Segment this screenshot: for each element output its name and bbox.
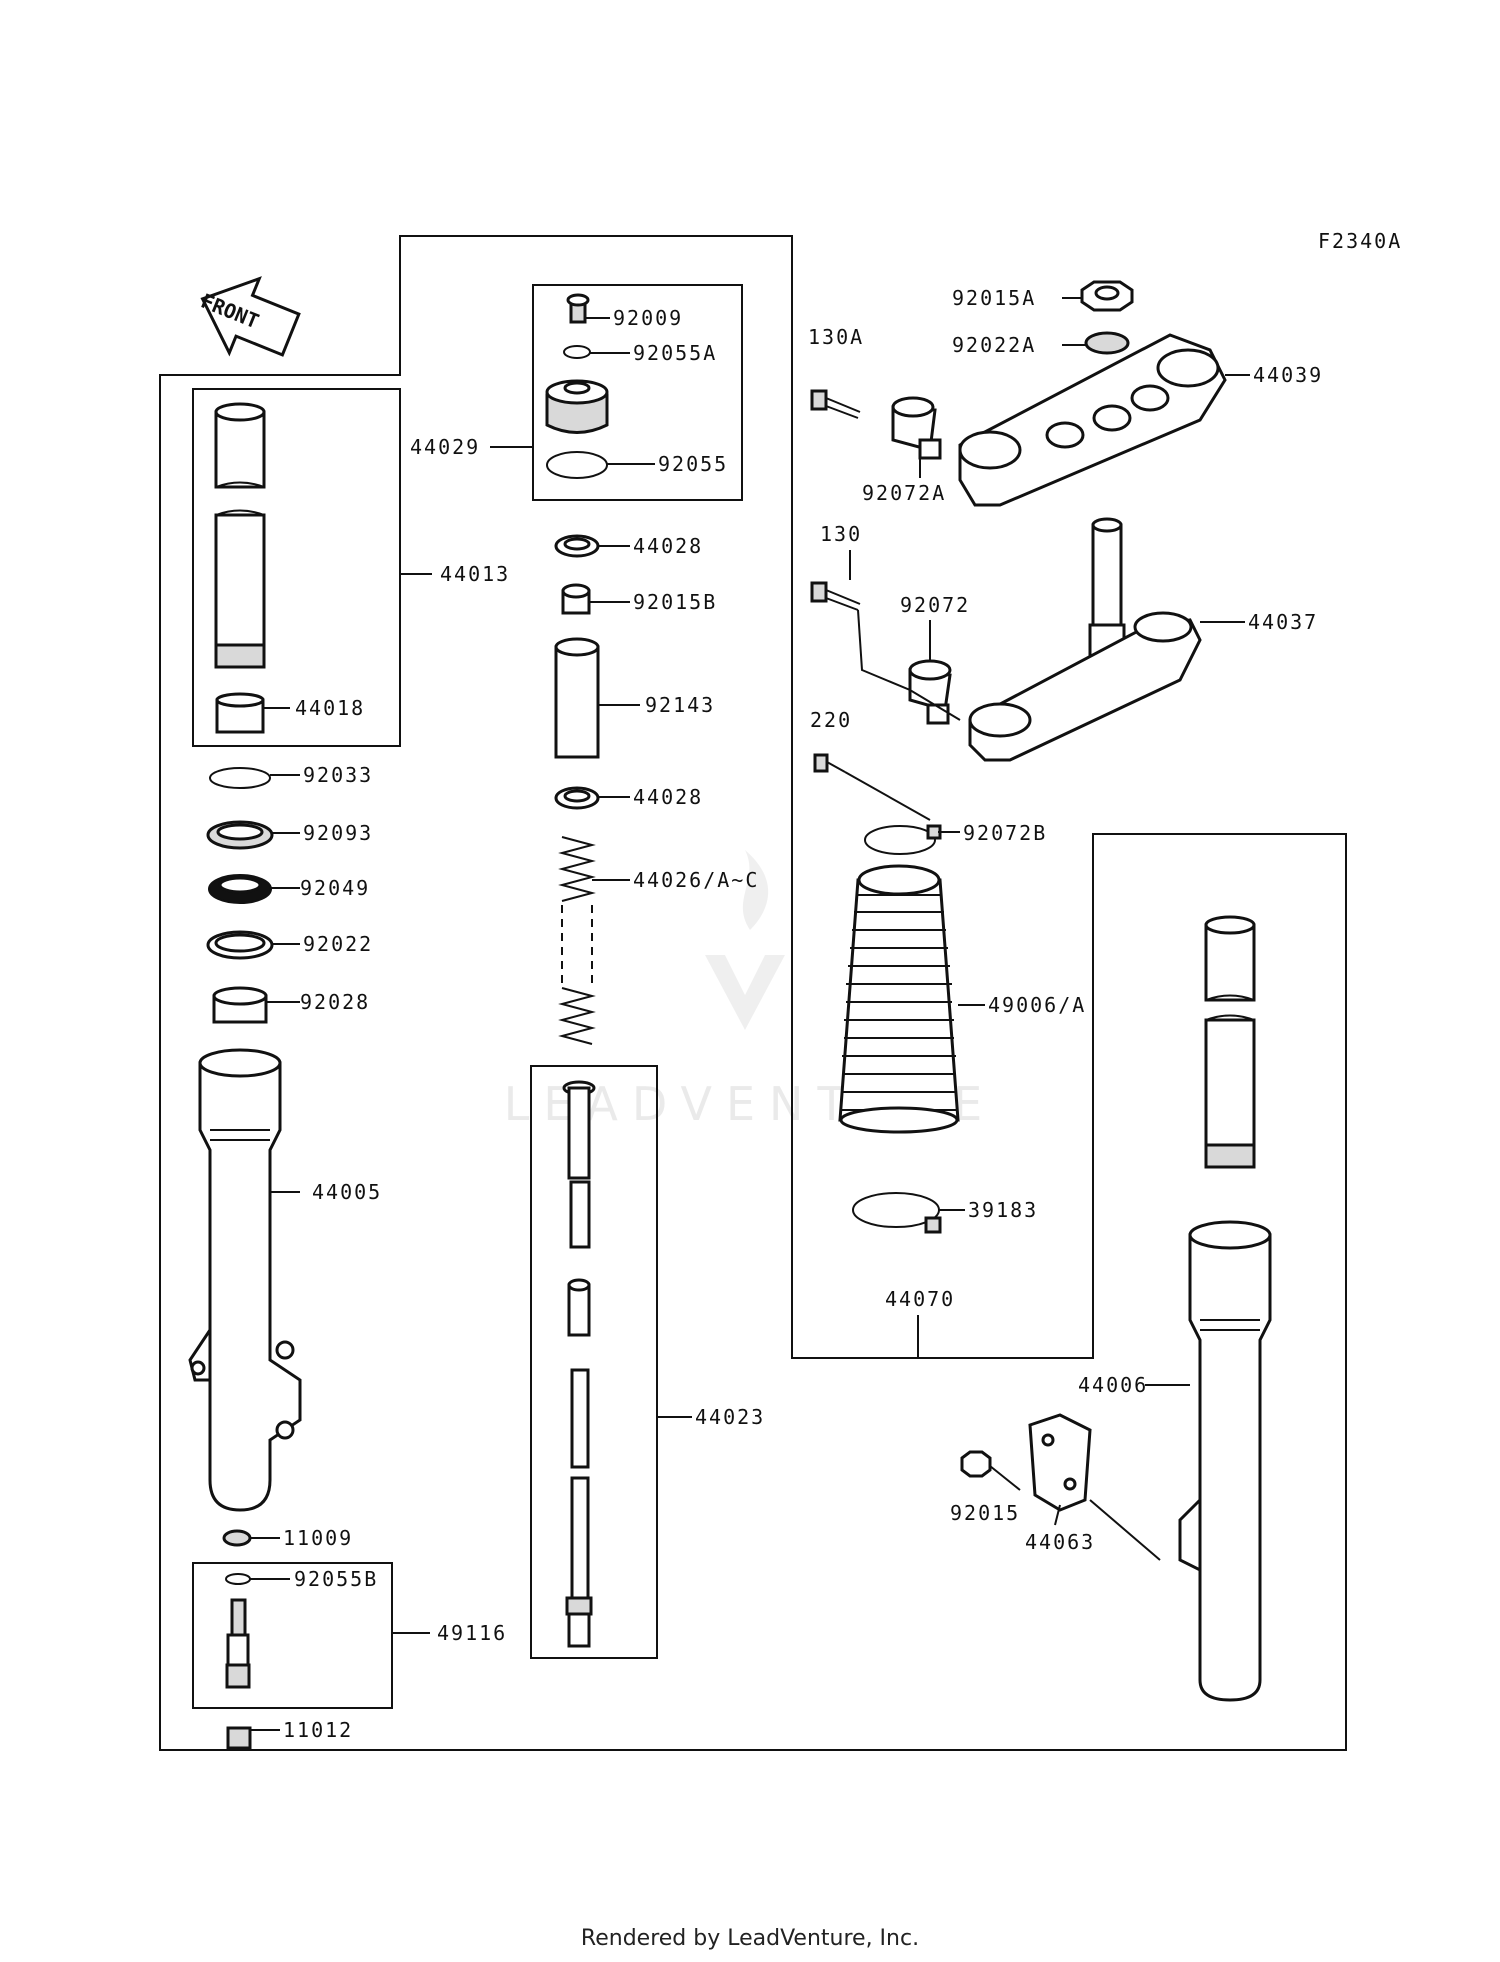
bushing-92028 bbox=[212, 986, 268, 1024]
damper-rod-44023 bbox=[562, 1080, 596, 1648]
washer-44028-lower bbox=[554, 786, 600, 810]
holder-44063 bbox=[1028, 1413, 1092, 1512]
assembly-outline bbox=[159, 235, 1347, 1751]
clamp-92072B bbox=[864, 824, 942, 855]
front-arrow-icon: FRONT bbox=[198, 276, 301, 357]
label-92015: 92015 bbox=[950, 1501, 1020, 1525]
leader-lines bbox=[250, 297, 1250, 1731]
label-39183: 39183 bbox=[968, 1198, 1038, 1222]
outer-tube-44006 bbox=[1178, 1220, 1272, 1702]
clip-92033 bbox=[209, 767, 271, 789]
washer-92022A bbox=[1084, 331, 1130, 355]
cap-11012 bbox=[226, 1726, 252, 1750]
nut-92015B bbox=[561, 583, 591, 615]
label-49006: 49006/A bbox=[988, 993, 1086, 1017]
bolt-130A bbox=[810, 389, 861, 419]
bolt-130 bbox=[810, 581, 861, 611]
label-92143: 92143 bbox=[645, 693, 715, 717]
box-44013 bbox=[192, 388, 401, 747]
washer-44028-upper bbox=[554, 534, 600, 558]
washer-92022 bbox=[206, 930, 274, 960]
label-130A: 130A bbox=[808, 325, 864, 349]
label-44063: 44063 bbox=[1025, 1530, 1095, 1554]
clamp-92072A bbox=[891, 396, 942, 460]
inner-tube-right bbox=[1204, 915, 1256, 1169]
label-92072A: 92072A bbox=[862, 481, 946, 505]
label-92072: 92072 bbox=[900, 593, 970, 617]
outer-tube-44005 bbox=[188, 1048, 302, 1512]
seal-92093 bbox=[206, 820, 274, 850]
label-49116: 49116 bbox=[437, 1621, 507, 1645]
label-92015B: 92015B bbox=[633, 590, 717, 614]
oring-92055 bbox=[546, 451, 608, 479]
label-11012: 11012 bbox=[283, 1718, 353, 1742]
nut-92015 bbox=[960, 1450, 992, 1478]
oring-92055B bbox=[225, 1573, 251, 1585]
figure-code: F2340A bbox=[1318, 229, 1402, 253]
clamp-92072 bbox=[908, 659, 952, 725]
label-92033: 92033 bbox=[303, 763, 373, 787]
label-44028-lower: 44028 bbox=[633, 785, 703, 809]
label-92055A: 92055A bbox=[633, 341, 717, 365]
part-labels: 44013 44018 92033 92093 92049 92022 9202… bbox=[283, 286, 1323, 1742]
label-92072B: 92072B bbox=[963, 821, 1047, 845]
washer-11009 bbox=[222, 1529, 252, 1547]
label-44006: 44006 bbox=[1078, 1373, 1148, 1397]
label-92022: 92022 bbox=[303, 932, 373, 956]
label-92022A: 92022A bbox=[952, 333, 1036, 357]
label-11009: 11009 bbox=[283, 1526, 353, 1550]
label-44026: 44026/A~C bbox=[633, 868, 759, 892]
label-92028: 92028 bbox=[300, 990, 370, 1014]
label-44039: 44039 bbox=[1253, 363, 1323, 387]
label-44023: 44023 bbox=[695, 1405, 765, 1429]
box-44029 bbox=[532, 284, 743, 501]
label-44037: 44037 bbox=[1248, 610, 1318, 634]
label-44013: 44013 bbox=[440, 562, 510, 586]
valve-49116 bbox=[225, 1598, 251, 1689]
upper-bracket-44039 bbox=[958, 333, 1227, 507]
boot-49006 bbox=[838, 864, 960, 1134]
spacer-92143 bbox=[554, 637, 600, 759]
clamp-39183 bbox=[852, 1192, 942, 1234]
label-92009: 92009 bbox=[613, 306, 683, 330]
box-44023 bbox=[530, 1065, 658, 1659]
bolt-220 bbox=[813, 753, 846, 773]
label-44005: 44005 bbox=[312, 1180, 382, 1204]
bushing-44018 bbox=[215, 692, 265, 734]
cap-bolt-44029 bbox=[545, 379, 609, 434]
label-44028-upper: 44028 bbox=[633, 534, 703, 558]
inner-tube-44013 bbox=[214, 402, 266, 669]
label-92093: 92093 bbox=[303, 821, 373, 845]
label-92055B: 92055B bbox=[294, 1567, 378, 1591]
label-44029: 44029 bbox=[410, 435, 480, 459]
spring-44026 bbox=[558, 836, 596, 1045]
label-130: 130 bbox=[820, 522, 862, 546]
footer-credit: Rendered by LeadVenture, Inc. bbox=[580, 1926, 920, 1951]
box-49116 bbox=[192, 1562, 393, 1709]
label-44070: 44070 bbox=[885, 1287, 955, 1311]
screw-92009 bbox=[566, 293, 590, 324]
label-92015A: 92015A bbox=[952, 286, 1036, 310]
stem-44037 bbox=[968, 517, 1202, 762]
label-44018: 44018 bbox=[295, 696, 365, 720]
oring-92055A bbox=[563, 345, 591, 359]
label-220: 220 bbox=[810, 708, 852, 732]
label-92055: 92055 bbox=[658, 452, 728, 476]
nut-92015A bbox=[1080, 280, 1134, 312]
label-92049: 92049 bbox=[300, 876, 370, 900]
seal-92049 bbox=[208, 874, 272, 904]
